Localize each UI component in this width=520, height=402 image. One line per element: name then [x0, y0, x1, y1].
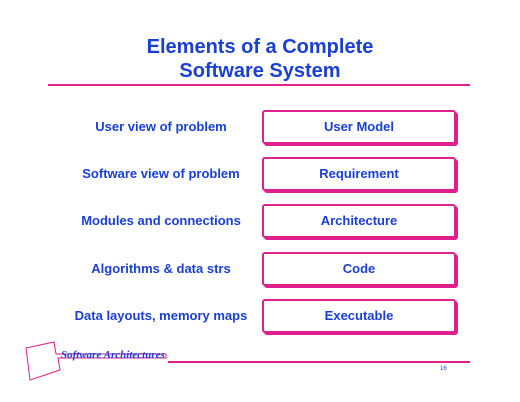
box-code: Code — [262, 252, 456, 286]
box-user-model: User Model — [262, 110, 456, 144]
box-executable: Executable — [262, 299, 456, 333]
box-architecture-label: Architecture — [320, 213, 398, 228]
slide-title: Elements of a Complete Software System — [0, 35, 520, 83]
footer-course-title: Software Architectures — [61, 349, 165, 361]
logo-mark — [25, 341, 167, 381]
box-user-model-label: User Model — [323, 119, 395, 134]
slide-title-line-2: Software System — [179, 60, 341, 82]
row-label-algorithms: Algorithms & data strs — [91, 261, 231, 276]
box-requirement: Requirement — [262, 157, 456, 191]
row-label-modules: Modules and connections — [81, 213, 241, 228]
box-executable-label: Executable — [324, 308, 394, 323]
slide-title-line-1: Elements of a Complete — [146, 36, 374, 58]
box-architecture: Architecture — [262, 204, 456, 238]
row-label-data-layouts: Data layouts, memory maps — [74, 308, 248, 323]
row-label-software-view: Software view of problem — [82, 166, 240, 181]
footer-divider — [168, 361, 470, 363]
box-requirement-label: Requirement — [319, 166, 399, 181]
page-number: 16 — [440, 366, 447, 372]
box-code-label: Code — [342, 261, 376, 276]
row-label-user-view: User view of problem — [95, 119, 227, 134]
title-divider — [48, 84, 470, 86]
